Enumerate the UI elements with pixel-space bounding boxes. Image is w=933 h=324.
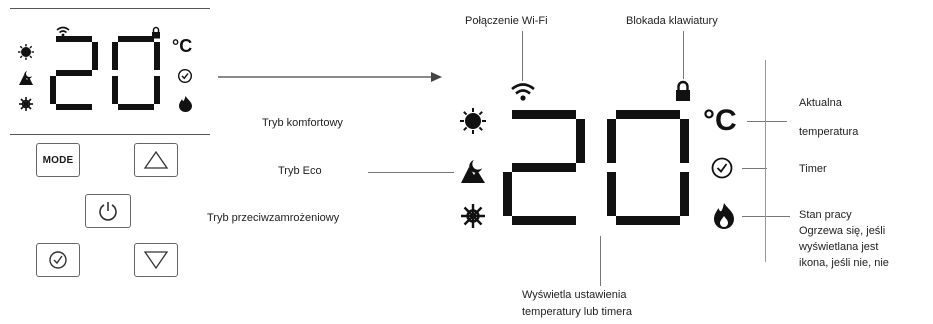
sun-icon bbox=[460, 108, 486, 134]
panel-temperature-digits bbox=[46, 33, 164, 113]
power-button[interactable] bbox=[85, 194, 131, 228]
state-leader-line bbox=[742, 216, 790, 217]
panel-sun-icon bbox=[18, 44, 34, 60]
snowflake-icon bbox=[461, 204, 485, 228]
eco-mode-label: Tryb Eco bbox=[278, 165, 322, 177]
state-label-4: ikona, jeśli nie, nie bbox=[799, 257, 889, 269]
display-digits-svg bbox=[503, 110, 689, 225]
zoom-arrow bbox=[218, 72, 442, 82]
setting-label-1: Wyświetla ustawienia bbox=[522, 289, 627, 301]
flame-icon bbox=[714, 203, 734, 229]
panel-snowflake-icon bbox=[19, 97, 33, 111]
antifreeze-mode-label: Tryb przeciwzamrożeniowy bbox=[207, 212, 340, 224]
panel-top-divider bbox=[10, 8, 210, 9]
eco-icon bbox=[461, 160, 485, 183]
panel-wifi-icon bbox=[56, 26, 70, 37]
panel-flame-icon bbox=[179, 96, 192, 112]
down-button[interactable] bbox=[134, 243, 178, 277]
panel-bottom-divider bbox=[10, 134, 210, 135]
timer-icon bbox=[49, 251, 67, 269]
eco-leader-line bbox=[368, 172, 454, 173]
up-button[interactable] bbox=[134, 143, 178, 177]
wifi-label: Połączenie Wi-Fi bbox=[465, 15, 548, 27]
lock-icon bbox=[676, 80, 690, 101]
setting-leader-line bbox=[600, 236, 601, 286]
display-unit-label: °C bbox=[703, 104, 737, 137]
down-arrow-icon bbox=[143, 251, 169, 270]
state-label-2: Ogrzewa się, jeśli bbox=[799, 225, 886, 237]
current-temp-label-1: Aktualna bbox=[799, 97, 842, 109]
panel-eco-icon bbox=[19, 71, 33, 85]
right-bracket-line bbox=[765, 60, 766, 262]
wifi-leader-line bbox=[522, 31, 523, 81]
state-label-1: Stan pracy bbox=[799, 209, 852, 221]
panel-digits-svg bbox=[50, 36, 160, 110]
panel-lock-icon bbox=[152, 26, 160, 39]
timer-button[interactable] bbox=[36, 243, 80, 277]
display-temperature-digits bbox=[496, 106, 702, 234]
comfort-mode-label: Tryb komfortowy bbox=[262, 117, 343, 129]
lock-leader-line bbox=[683, 31, 684, 79]
panel-unit-label: °C bbox=[172, 36, 193, 56]
state-label-3: wyświetlana jest bbox=[799, 241, 879, 253]
keypad-lock-label: Blokada klawiatury bbox=[626, 15, 718, 27]
up-arrow-icon bbox=[143, 150, 169, 169]
temp-leader-line bbox=[747, 121, 787, 122]
wifi-icon bbox=[511, 83, 535, 101]
mode-button-label: MODE bbox=[42, 154, 74, 166]
panel-timer-icon bbox=[177, 68, 193, 84]
current-temp-label-2: temperatura bbox=[799, 126, 859, 138]
timer-leader-line bbox=[742, 168, 767, 169]
timer-display-icon bbox=[711, 157, 733, 179]
power-icon bbox=[99, 202, 117, 221]
setting-label-2: temperatury lub timera bbox=[522, 306, 633, 318]
timer-label: Timer bbox=[799, 163, 827, 175]
mode-button[interactable]: MODE bbox=[36, 143, 80, 177]
